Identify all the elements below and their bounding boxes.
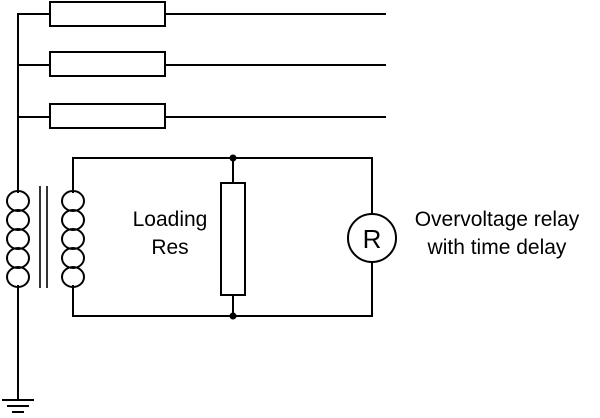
secondary-coil xyxy=(61,190,85,288)
relay-label-line1: Overvoltage relay xyxy=(415,208,580,231)
ground-icon xyxy=(2,399,34,413)
loading-res-label-line1: Loading xyxy=(133,208,208,231)
transformer xyxy=(6,186,85,288)
relay-circle xyxy=(347,213,397,263)
line-resistor-1 xyxy=(17,1,386,27)
loading-resistor xyxy=(220,157,246,317)
loading-res-label-line2: Res xyxy=(151,236,188,259)
line-resistor-3 xyxy=(17,103,386,129)
junction-dot-top xyxy=(229,154,237,162)
junction-dot-bottom xyxy=(229,312,237,320)
relay-label-line2: with time delay xyxy=(427,236,567,259)
primary-coil xyxy=(6,190,30,288)
relay-symbol: R xyxy=(363,224,382,254)
line-resistor-2 xyxy=(17,51,386,77)
